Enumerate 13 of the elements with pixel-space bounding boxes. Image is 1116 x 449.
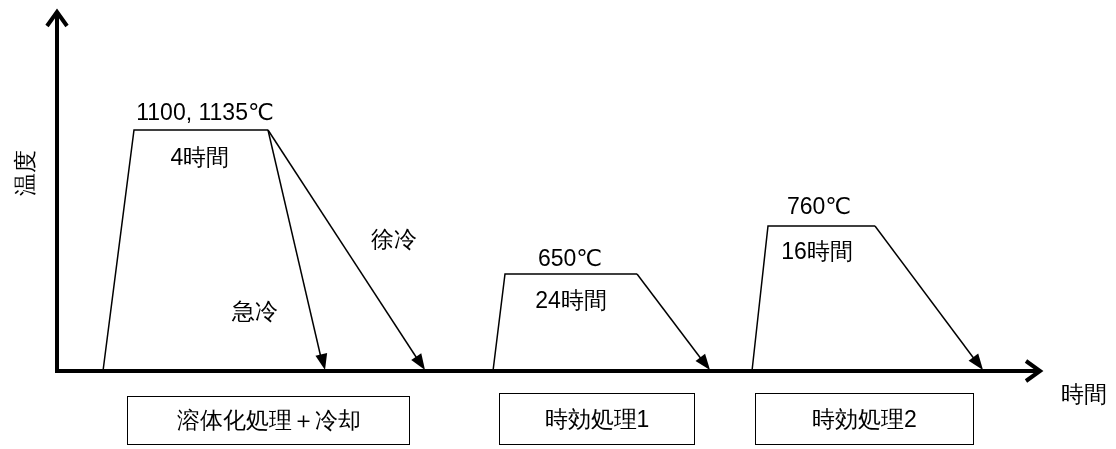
process-box: 時効処理1: [499, 393, 695, 445]
cooling-label: 徐冷: [371, 227, 417, 251]
process-box: 時効処理2: [755, 393, 974, 445]
temperature-label: 650℃: [537, 246, 603, 270]
duration-label: 24時間: [535, 288, 607, 312]
duration-label: 4時間: [170, 145, 230, 169]
duration-label: 16時間: [781, 239, 853, 263]
temperature-label: 760℃: [786, 194, 852, 218]
temperature-label: 1100, 1135℃: [136, 100, 274, 124]
axis-label: 時間: [1061, 382, 1107, 406]
axis-label: 温度: [13, 150, 37, 196]
process-box: 溶体化処理＋冷却: [127, 396, 410, 445]
cooling-label: 急冷: [232, 299, 278, 323]
